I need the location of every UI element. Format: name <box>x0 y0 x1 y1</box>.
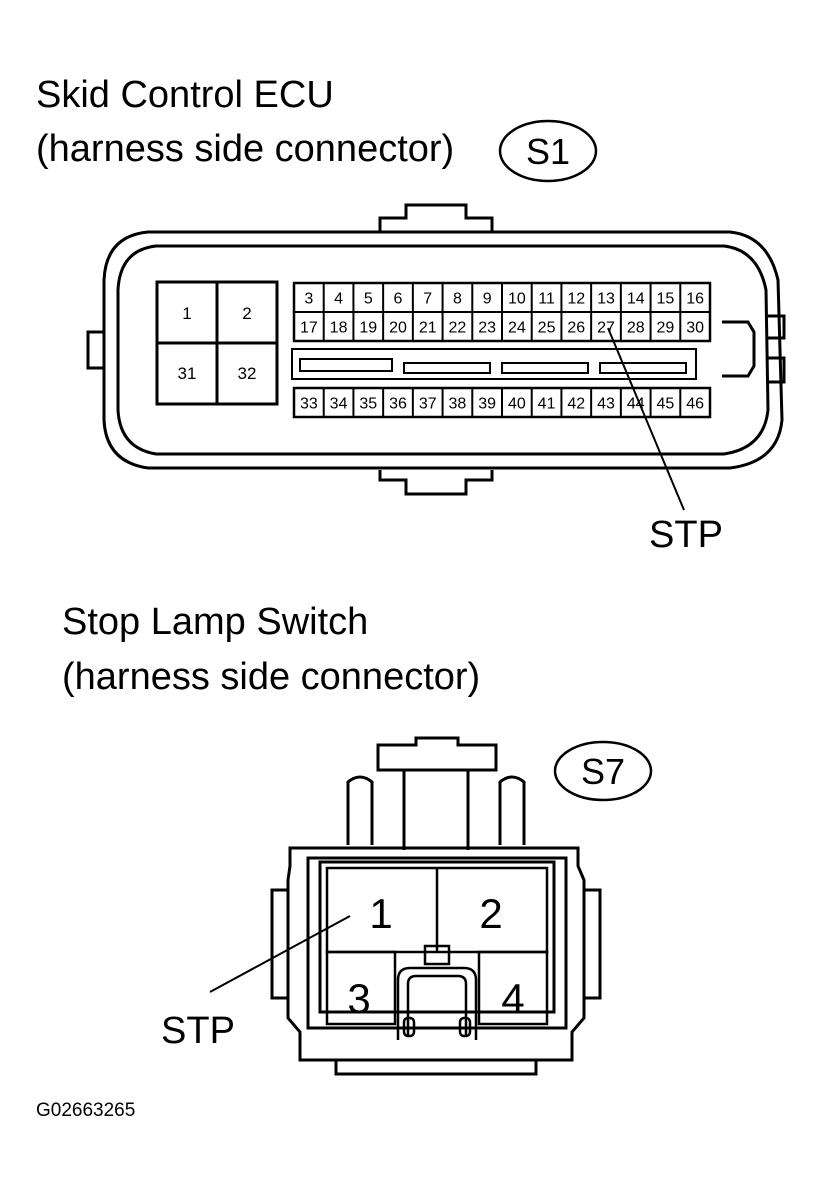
ecu-pin-38: 38 <box>449 396 467 413</box>
switch-pin-cells <box>325 866 549 1040</box>
ecu-pin-14: 14 <box>627 291 645 308</box>
ecu-pin-2: 2 <box>242 304 251 323</box>
ecu-pin-36: 36 <box>389 396 407 413</box>
ecu-pin-4: 4 <box>334 291 343 308</box>
ecu-pin-15: 15 <box>657 291 675 308</box>
ecu-pin-5: 5 <box>364 291 373 308</box>
ecu-pin-22: 22 <box>449 320 467 337</box>
ecu-pin-13: 13 <box>597 291 615 308</box>
ecu-pin-45: 45 <box>657 396 675 413</box>
switch-pin-4: 4 <box>501 975 524 1022</box>
ecu-pin-10: 10 <box>508 291 526 308</box>
ecu-pin-41: 41 <box>538 396 556 413</box>
switch-connector-code-badge: S7 <box>553 740 653 802</box>
ecu-pin-7: 7 <box>423 291 432 308</box>
ecu-pin-32: 32 <box>238 364 257 383</box>
ecu-pin-26: 26 <box>567 320 585 337</box>
ecu-pin-25: 25 <box>538 320 556 337</box>
ecu-connector-code: S1 <box>526 131 570 172</box>
ecu-stp-label: STP <box>649 514 723 556</box>
ecu-stp-callout: STP <box>607 327 723 556</box>
ecu-pin-44: 44 <box>627 396 645 413</box>
ecu-pin-1: 1 <box>182 304 191 323</box>
ecu-pin-11: 11 <box>538 291 555 308</box>
switch-stp-label: STP <box>161 1010 235 1052</box>
ecu-small-pin-grid: 3 4 5 6 7 8 9 10 11 12 13 14 15 16 17 18 19 20 21 22 23 24 25 2… <box>292 281 712 343</box>
ecu-pin-27: 27 <box>597 320 615 337</box>
ecu-pin-18: 18 <box>330 320 348 337</box>
ecu-pin-17: 17 <box>300 320 318 337</box>
switch-connector-code: S7 <box>581 751 625 792</box>
ecu-pin-42: 42 <box>567 396 585 413</box>
ecu-subtitle: (harness side connector) <box>36 128 455 170</box>
ecu-pin-40: 40 <box>508 396 526 413</box>
ecu-title: Skid Control ECU <box>36 74 334 116</box>
switch-stp-callout: STP <box>161 915 351 1052</box>
ecu-pin-12: 12 <box>567 291 585 308</box>
ecu-pin-29: 29 <box>657 320 675 337</box>
ecu-pin-8: 8 <box>453 291 462 308</box>
ecu-pin-30: 30 <box>686 320 704 337</box>
ecu-connector-code-badge: S1 <box>498 119 598 183</box>
ecu-keying-bar <box>291 348 697 380</box>
ecu-pin-16: 16 <box>686 291 704 308</box>
switch-connector-body <box>270 736 602 1076</box>
ecu-pin-20: 20 <box>389 320 407 337</box>
ecu-bottom-pin-row: 33 34 35 36 37 38 39 40 41 42 43 44 45 46 <box>292 386 712 419</box>
ecu-pin-21: 21 <box>419 320 437 337</box>
switch-pin-3: 3 <box>347 975 370 1022</box>
ecu-pin-37: 37 <box>419 396 437 413</box>
ecu-pin-39: 39 <box>478 396 496 413</box>
ecu-pin-23: 23 <box>478 320 496 337</box>
switch-subtitle: (harness side connector) <box>62 656 481 698</box>
ecu-pin-6: 6 <box>394 291 403 308</box>
figure-id: G02663265 <box>36 1100 136 1121</box>
ecu-pin-24: 24 <box>508 320 526 337</box>
switch-title: Stop Lamp Switch <box>62 601 369 643</box>
ecu-pin-19: 19 <box>359 320 377 337</box>
switch-pin-1: 1 <box>369 890 392 937</box>
switch-pin-2: 2 <box>479 890 502 937</box>
ecu-pin-34: 34 <box>330 396 348 413</box>
ecu-pin-28: 28 <box>627 320 645 337</box>
ecu-pin-9: 9 <box>483 291 492 308</box>
ecu-pin-33: 33 <box>300 396 318 413</box>
ecu-pin-31: 31 <box>178 364 197 383</box>
ecu-connector-body <box>86 203 786 496</box>
ecu-pin-46: 46 <box>686 396 704 413</box>
ecu-pin-43: 43 <box>597 396 615 413</box>
ecu-pin-3: 3 <box>304 291 313 308</box>
ecu-large-pins: 1 2 31 32 <box>155 280 279 406</box>
ecu-pin-35: 35 <box>359 396 377 413</box>
